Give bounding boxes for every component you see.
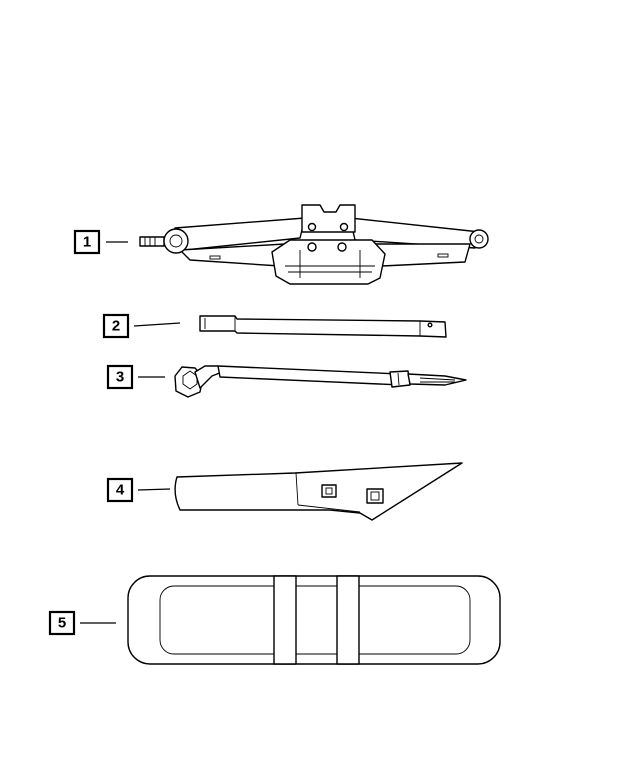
callout-4[interactable]: 4 — [106, 477, 134, 503]
callout-5-label: 5 — [58, 615, 66, 632]
leader-line-4 — [137, 488, 171, 491]
callout-5[interactable]: 5 — [48, 610, 76, 636]
jack-handle-icon — [174, 462, 463, 521]
callout-1[interactable]: 1 — [73, 229, 101, 255]
extension-rod-icon — [199, 315, 447, 338]
callout-3-label: 3 — [116, 369, 124, 386]
leader-line-2 — [133, 322, 181, 327]
callout-2[interactable]: 2 — [102, 313, 130, 339]
storage-tray-icon — [127, 575, 501, 665]
callout-2-label: 2 — [112, 318, 120, 335]
scissor-jack-icon — [139, 204, 489, 285]
callout-4-label: 4 — [116, 482, 125, 499]
callout-3[interactable]: 3 — [106, 364, 134, 390]
lug-wrench-icon — [174, 365, 467, 398]
callout-1-label: 1 — [83, 234, 91, 251]
